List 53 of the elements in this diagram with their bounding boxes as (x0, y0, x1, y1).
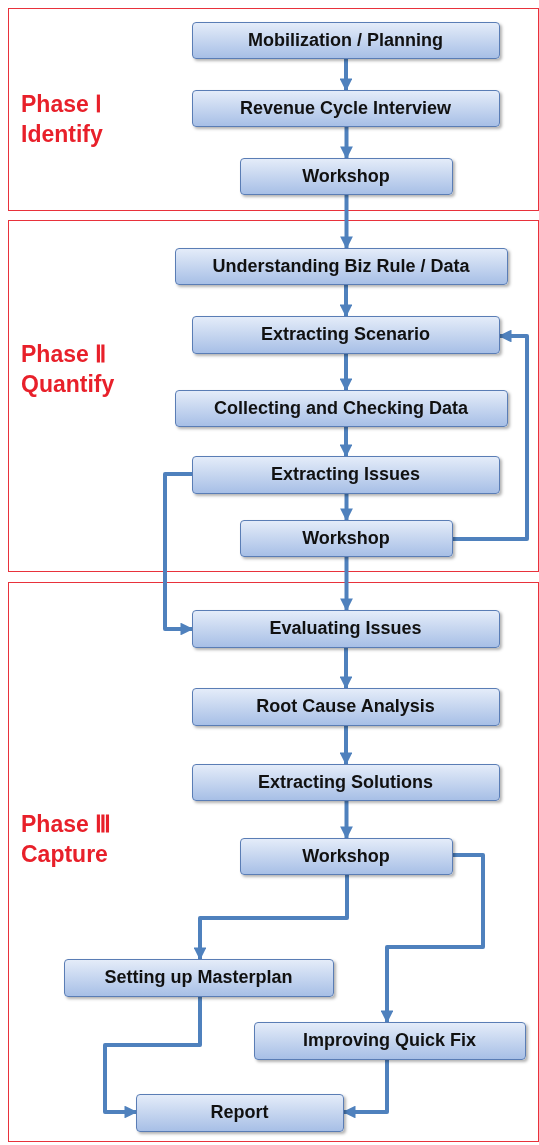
step-label: Mobilization / Planning (248, 29, 443, 51)
process-box (191, 315, 500, 354)
process-box (253, 1021, 526, 1060)
phase-band (8, 8, 539, 211)
process-box (174, 389, 508, 427)
arrow (103, 997, 202, 1119)
arrow (340, 494, 353, 522)
process-box (135, 1093, 344, 1132)
process-box (63, 958, 334, 997)
arrow (339, 285, 353, 318)
step-label: Improving Quick Fix (303, 1030, 476, 1051)
process-box (191, 455, 500, 494)
arrow (339, 59, 353, 92)
arrow (340, 127, 353, 160)
step-label: Workshop (302, 845, 390, 867)
process-box (239, 837, 453, 875)
arrow (340, 801, 353, 840)
arrow (339, 427, 353, 458)
step-label: Extracting Issues (270, 464, 421, 485)
arrow (163, 472, 194, 636)
step-label: Collecting and Checking Data (213, 397, 468, 419)
arrow (340, 557, 353, 612)
step-label: Evaluating Issues (269, 618, 422, 639)
process-box (174, 247, 508, 285)
step-label: Understanding Biz Rule / Data (212, 255, 470, 277)
step-label: Workshop (302, 527, 390, 549)
arrow (340, 195, 353, 250)
process-box (191, 687, 500, 726)
step-label: Workshop (302, 165, 390, 187)
arrow (453, 329, 529, 541)
arrow (339, 354, 353, 392)
arrow (339, 648, 353, 690)
step-label: Report (210, 1102, 269, 1123)
phase-label: Phase Ⅲ Capture (21, 810, 113, 869)
phase-band (8, 220, 539, 572)
arrow (380, 853, 485, 1024)
process-box (191, 763, 500, 801)
phase-label: Phase Ⅱ Quantify (21, 340, 116, 399)
step-label: Extracting Solutions (258, 771, 433, 793)
process-box (239, 519, 453, 557)
step-label: Revenue Cycle Interview (239, 97, 452, 119)
step-label: Setting up Masterplan (104, 967, 293, 988)
process-box (191, 609, 500, 648)
step-label: Root Cause Analysis (256, 696, 435, 717)
step-label: Extracting Scenario (260, 324, 431, 345)
arrow (342, 1060, 389, 1119)
process-box (191, 21, 500, 59)
phase-band (8, 582, 539, 1142)
arrow (339, 726, 353, 766)
process-box (239, 157, 453, 195)
phase-label: Phase Ⅰ Identify (21, 90, 104, 149)
process-box (191, 89, 500, 127)
arrow (193, 875, 349, 961)
